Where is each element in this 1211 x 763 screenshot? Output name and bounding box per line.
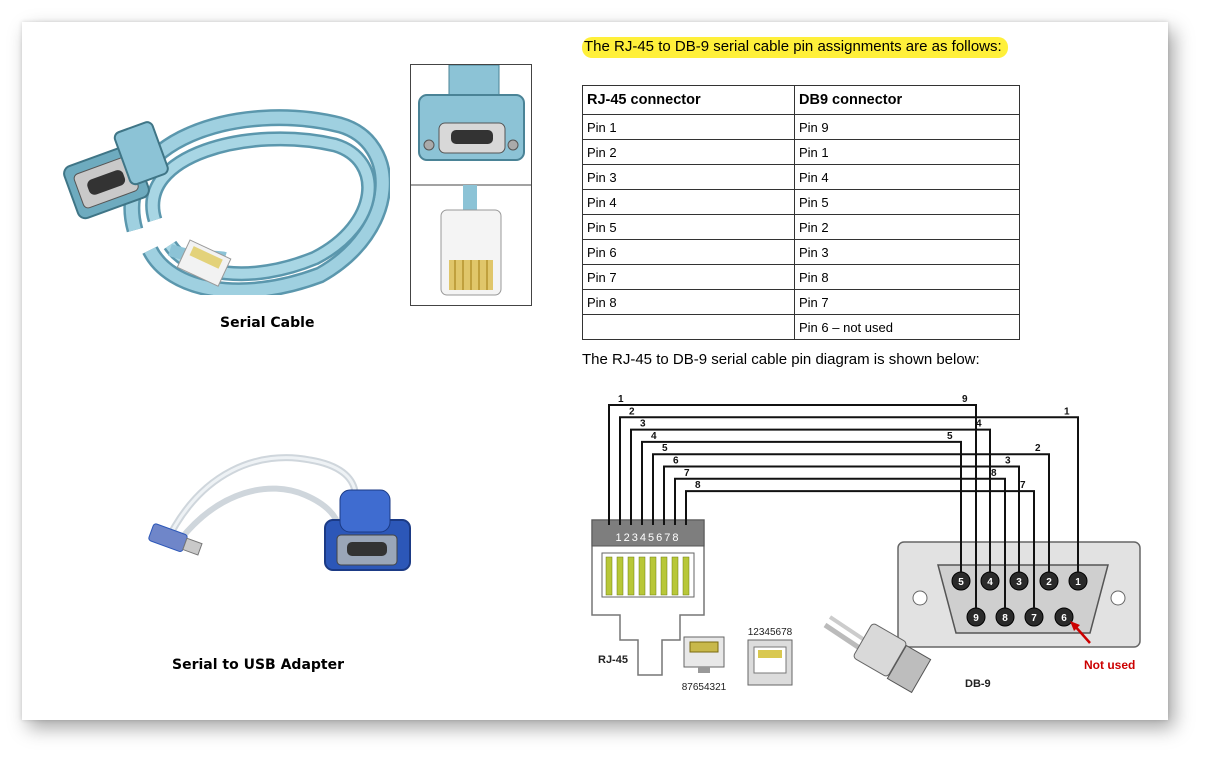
wire-rj45-label: 7 [684,468,690,479]
wire-db9-label: 7 [1020,480,1026,491]
wire-1-to-9 [608,404,977,608]
rj45-cell: Pin 1 [582,114,795,140]
wire-8-to-7 [685,490,1035,608]
wire-rj45-label: 8 [695,480,701,491]
db9-label: DB-9 [965,678,991,690]
usb-adapter-image [148,454,411,571]
db9-cell: Pin 9 [794,114,1020,140]
rj45-contact [627,556,635,596]
rj45-contact [682,556,690,596]
rj45-cell: Pin 6 [582,239,795,265]
rj45-plug-icon [683,636,725,673]
wire-5-to-2 [652,453,1050,572]
not-used-arrowhead [1070,621,1080,631]
db9-cell: Pin 6 – not used [794,314,1020,340]
wire-rj45-label: 4 [651,431,657,442]
connector-closeup-image [411,64,531,296]
rj45-jack: 12345678 [591,519,705,676]
db9-pin-label: 1 [1075,577,1081,588]
usb-adapter-caption: Serial to USB Adapter [172,657,344,673]
rj45-contact [671,556,679,596]
wire-db9-label: 9 [962,394,968,405]
db9-cable-end-icon [823,615,932,694]
db9-pin-label: 9 [973,613,979,624]
rj45-contact [638,556,646,596]
wire-db9-label: 4 [976,419,982,430]
rj45-contact [605,556,613,596]
db9-cell: Pin 4 [794,164,1020,190]
db9-cell: Pin 7 [794,289,1020,315]
db9-pin-label: 2 [1046,577,1052,588]
wire-6-to-3 [663,465,1020,572]
rj45-cell: Pin 2 [582,139,795,165]
db9-cell: Pin 3 [794,239,1020,265]
db9-cell: Pin 2 [794,214,1020,240]
wire-db9-label: 3 [1005,456,1011,467]
serial-cable-caption: Serial Cable [220,315,315,331]
pin-diagram-heading: The RJ-45 to DB-9 serial cable pin diagr… [582,351,980,368]
rj45-cell: Pin 4 [582,189,795,215]
column-header-rj45: RJ-45 connector [582,85,795,115]
not-used-label: Not used [1084,658,1135,672]
pin-assignment-heading: The RJ-45 to DB-9 serial cable pin assig… [582,37,1008,58]
wire-7-to-8 [674,477,1006,608]
db9-pin-label: 5 [958,577,964,588]
rj45-cell: Pin 8 [582,289,795,315]
wire-rj45-label: 1 [618,394,624,405]
jack-pin-numbers: 12345678 [748,627,793,638]
db9-cell: Pin 5 [794,189,1020,215]
wire-db9-label: 8 [991,468,997,479]
wire-db9-label: 5 [947,431,953,442]
db9-pin-label: 7 [1031,613,1037,624]
db9-pin-label: 6 [1061,613,1067,624]
serial-cable-image [63,109,390,295]
table-header-row: RJ-45 connector DB9 connector [582,85,1020,115]
plug-pin-numbers: 87654321 [682,682,727,693]
rj45-contact [660,556,668,596]
rj45-cell: Pin 3 [582,164,795,190]
rj45-cell [582,314,795,340]
wire-2-to-1 [619,416,1079,572]
wire-rj45-label: 2 [629,406,635,417]
rj45-cell: Pin 7 [582,264,795,290]
column-header-db9: DB9 connector [794,85,1020,115]
wire-rj45-label: 5 [662,443,668,454]
wire-rj45-label: 6 [673,456,679,467]
db9-cell: Pin 8 [794,264,1020,290]
table-row: Pin 6 – not used [582,314,1020,340]
rj45-contact [649,556,657,596]
wire-db9-label: 1 [1064,406,1070,417]
db9-pin-label: 4 [987,577,993,588]
wire-3-to-4 [630,428,991,572]
rj45-pin-numbers: 12345678 [616,532,681,544]
wire-4-to-5 [641,440,962,572]
db9-pin-6 [1054,607,1074,627]
rj45-cell: Pin 5 [582,214,795,240]
rj45-label: RJ-45 [598,654,628,666]
wire-db9-label: 2 [1035,443,1041,454]
db9-pin-label: 3 [1016,577,1022,588]
rj45-contact [616,556,624,596]
pin-wiring-diagram: 12345678 RJ-45 87654321 12345678 1234567… [591,394,1141,694]
rj45-socket-icon [747,639,793,686]
db9-cell: Pin 1 [794,139,1020,165]
wire-rj45-label: 3 [640,419,646,430]
db9-pin-label: 8 [1002,613,1008,624]
connector-photos-frame [410,64,532,306]
